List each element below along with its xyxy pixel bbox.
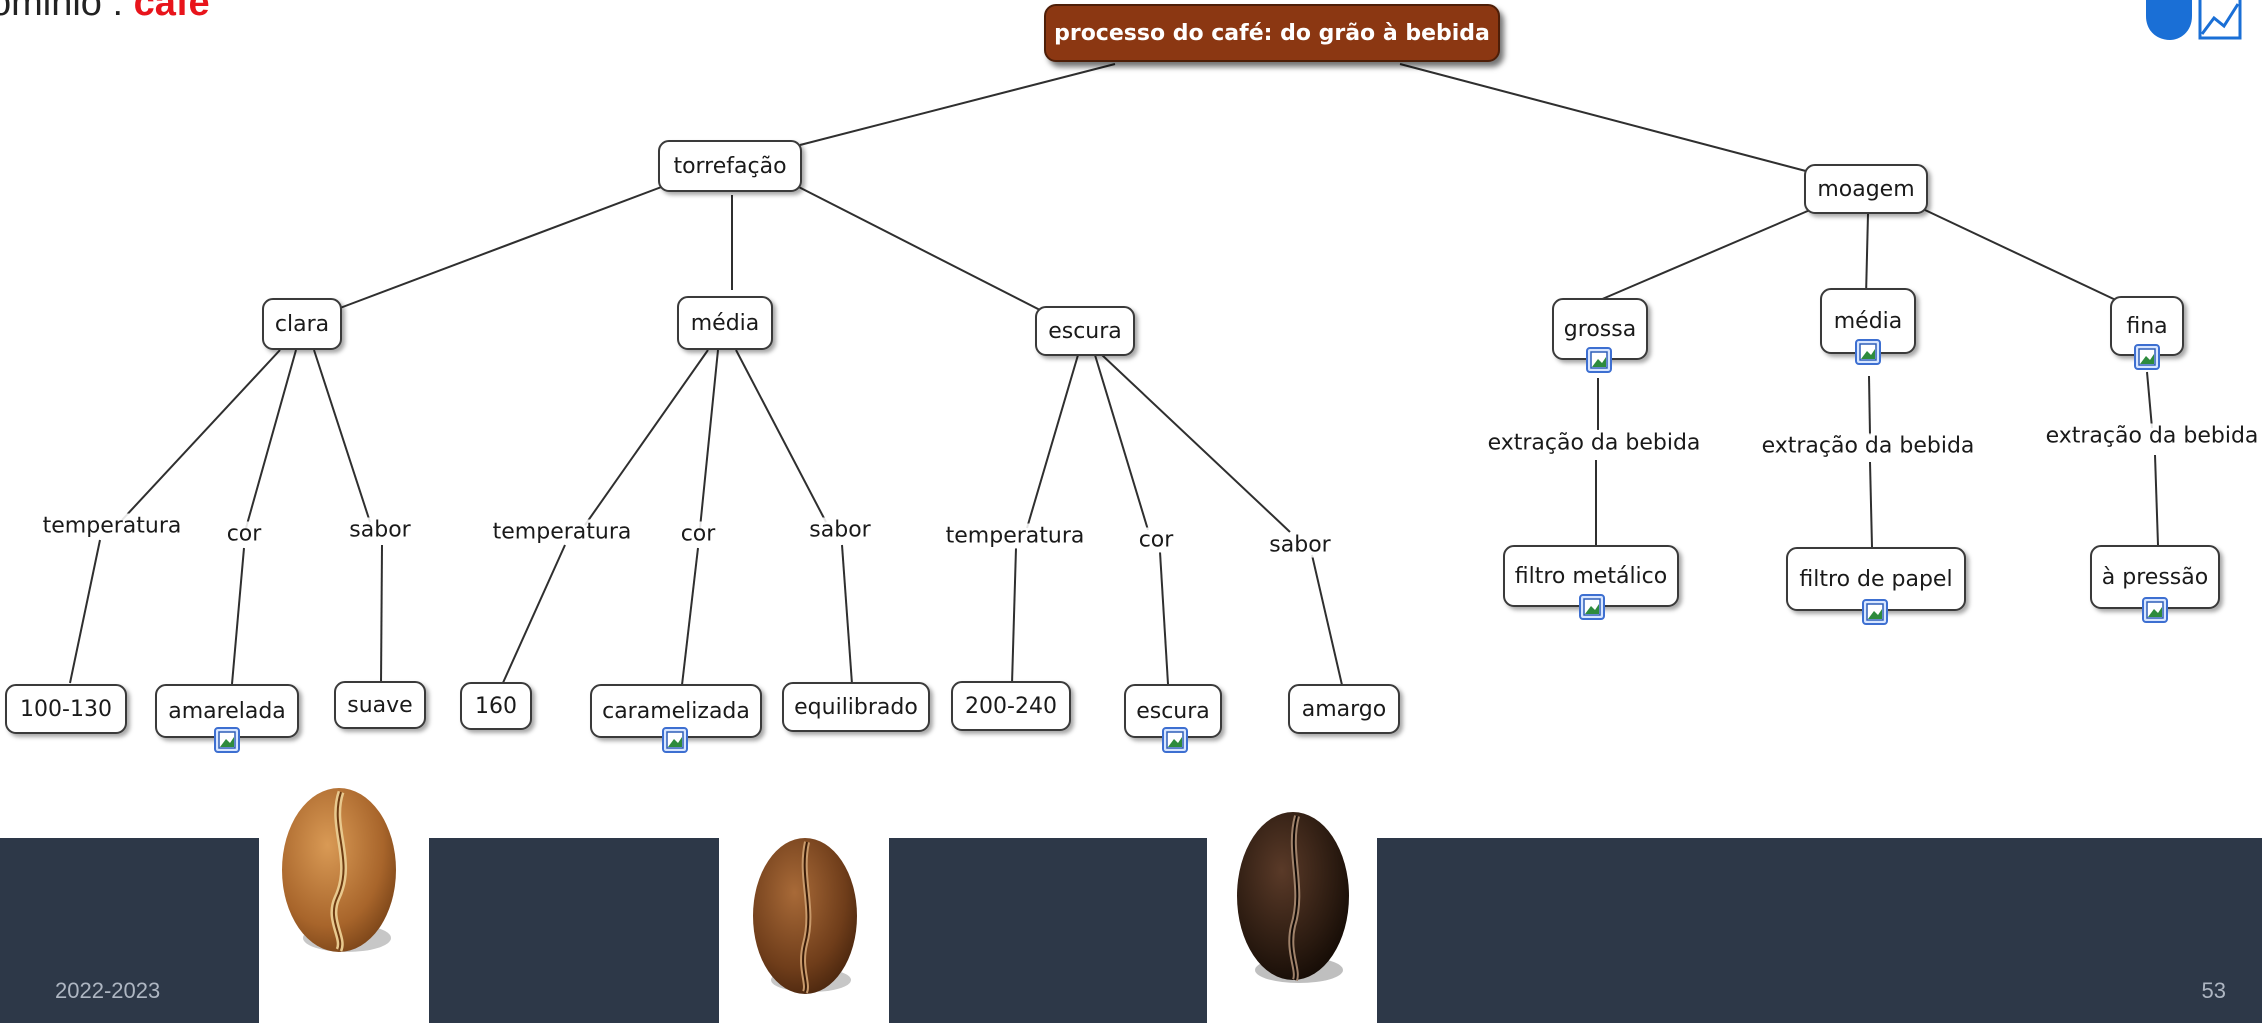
node-escura-torra: escura bbox=[1035, 306, 1135, 356]
image-attachment-icon[interactable] bbox=[1162, 727, 1188, 753]
node-200-240: 200-240 bbox=[951, 681, 1071, 731]
link-label-cor: cor bbox=[1136, 527, 1176, 553]
node-suave: suave bbox=[334, 681, 426, 729]
image-attachment-icon[interactable] bbox=[214, 727, 240, 753]
link-label-temperatura: temperatura bbox=[490, 519, 634, 545]
node-filtro-papel: filtro de papel bbox=[1786, 547, 1966, 611]
image-attachment-icon[interactable] bbox=[1862, 599, 1888, 625]
node-grossa: grossa bbox=[1552, 298, 1648, 360]
link-label-extracao: extração da bebida bbox=[1759, 433, 1977, 459]
link-label-sabor: sabor bbox=[807, 517, 873, 543]
page-number: 53 bbox=[2201, 978, 2226, 1003]
coffee-bean-light-photo bbox=[259, 748, 429, 1023]
node-a-pressao: à pressão bbox=[2090, 545, 2220, 609]
node-torrefacao: torrefação bbox=[658, 140, 802, 192]
link-label-extracao: extração da bebida bbox=[2043, 423, 2261, 449]
slide-heading: ominio : café bbox=[0, 0, 210, 25]
node-amarelada: amarelada bbox=[155, 684, 299, 738]
coffee-bean-dark-photo bbox=[1207, 748, 1377, 1023]
coffee-bean-medium-photo bbox=[719, 748, 889, 1023]
link-label-sabor: sabor bbox=[1267, 532, 1333, 558]
concept-map-root: processo do café: do grão à bebida bbox=[1044, 4, 1500, 62]
node-media-torra: média bbox=[677, 296, 773, 350]
link-label-temperatura: temperatura bbox=[40, 513, 184, 539]
image-attachment-icon[interactable] bbox=[1855, 339, 1881, 365]
image-attachment-icon[interactable] bbox=[2134, 344, 2160, 370]
link-label-temperatura: temperatura bbox=[943, 523, 1087, 549]
node-equilibrado: equilibrado bbox=[782, 682, 930, 732]
node-moagem: moagem bbox=[1804, 164, 1928, 214]
image-attachment-icon[interactable] bbox=[2142, 597, 2168, 623]
link-label-extracao: extração da bebida bbox=[1485, 430, 1703, 456]
link-label-cor: cor bbox=[224, 521, 264, 547]
node-160: 160 bbox=[460, 682, 532, 730]
node-100-130: 100-130 bbox=[5, 684, 127, 734]
footer-year: 2022-2023 bbox=[55, 978, 161, 1003]
slide-heading-keyword: café bbox=[133, 0, 210, 24]
node-clara: clara bbox=[262, 298, 342, 350]
image-attachment-icon[interactable] bbox=[662, 727, 688, 753]
link-label-cor: cor bbox=[678, 521, 718, 547]
slide-heading-prefix: ominio : bbox=[0, 0, 134, 24]
image-attachment-icon[interactable] bbox=[1586, 347, 1612, 373]
link-label-sabor: sabor bbox=[347, 517, 413, 543]
node-amargo: amargo bbox=[1288, 684, 1400, 734]
logo-icon bbox=[2146, 0, 2242, 40]
image-attachment-icon[interactable] bbox=[1579, 594, 1605, 620]
